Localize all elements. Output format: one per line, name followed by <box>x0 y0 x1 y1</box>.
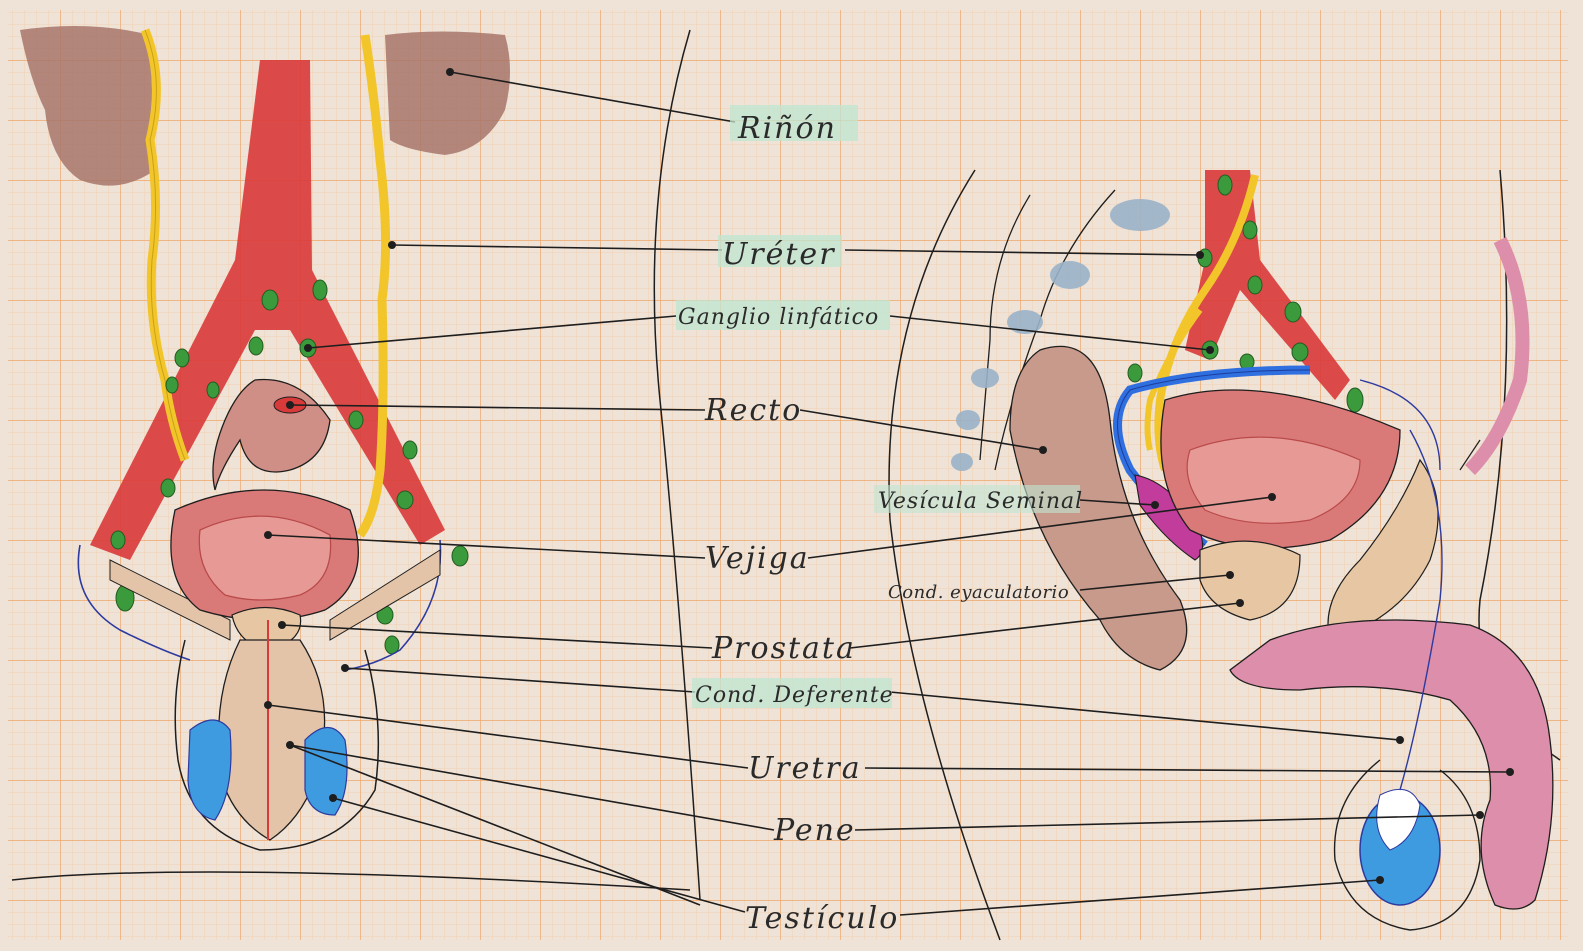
label-testiculo: Testículo <box>745 901 899 936</box>
label-ganglio-linfatico: Ganglio linfático <box>678 305 879 330</box>
label-uretra: Uretra <box>748 751 862 786</box>
label-pene: Pene <box>773 813 856 848</box>
label-vesicula-seminal: Vesícula Seminal <box>878 489 1083 514</box>
label-cond-eyaculatorio: Cond. eyaculatorio <box>888 582 1069 603</box>
label-cond-deferente: Cond. Deferente <box>695 683 894 708</box>
label-rinon: Riñón <box>737 111 837 146</box>
label-ureter: Uréter <box>722 237 836 272</box>
label-recto: Recto <box>704 393 802 428</box>
frontal-right-testis <box>305 728 347 816</box>
label-prostata: Prostata <box>711 631 856 666</box>
label-vejiga: Vejiga <box>705 541 810 576</box>
